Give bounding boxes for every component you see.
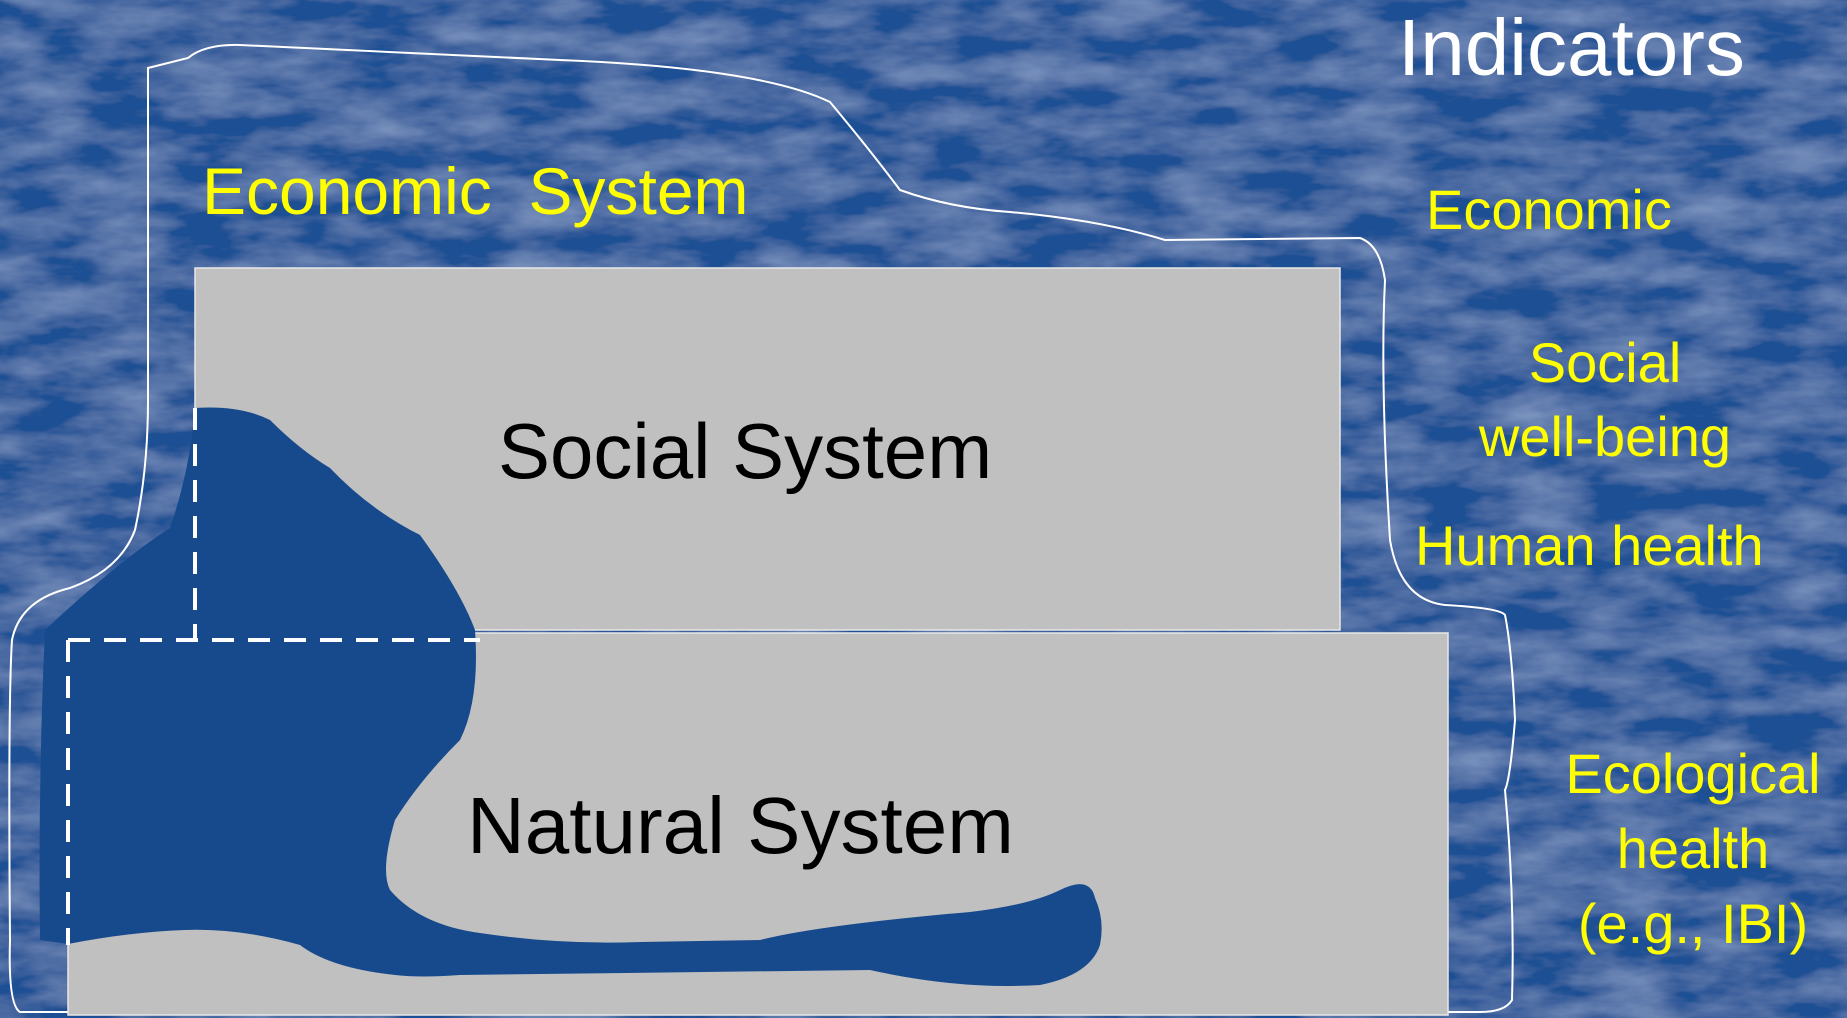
indicator-social-well-being: Social well-being bbox=[1450, 326, 1760, 474]
indicator-human-health: Human health bbox=[1415, 514, 1764, 577]
watershed-shape bbox=[39, 407, 1102, 986]
economic-system-outline bbox=[8, 43, 1517, 1013]
indicator-ecological-health: Ecological health (e.g., IBI) bbox=[1540, 736, 1846, 961]
indicator-ecological-line1: Ecological bbox=[1565, 742, 1821, 805]
dashed-boundary bbox=[66, 408, 480, 945]
indicators-title: Indicators bbox=[1398, 3, 1745, 92]
indicator-ecological-line3: (e.g., IBI) bbox=[1577, 892, 1809, 955]
natural-system-label: Natural System bbox=[467, 781, 1014, 870]
indicator-ecological-line2: health bbox=[1616, 817, 1770, 880]
indicator-economic: Economic bbox=[1426, 178, 1672, 241]
social-system-label: Social System bbox=[498, 407, 993, 495]
indicator-social-line1: Social bbox=[1528, 331, 1682, 394]
indicator-social-line2: well-being bbox=[1478, 405, 1732, 468]
economic-system-label: Economic System bbox=[202, 154, 749, 228]
